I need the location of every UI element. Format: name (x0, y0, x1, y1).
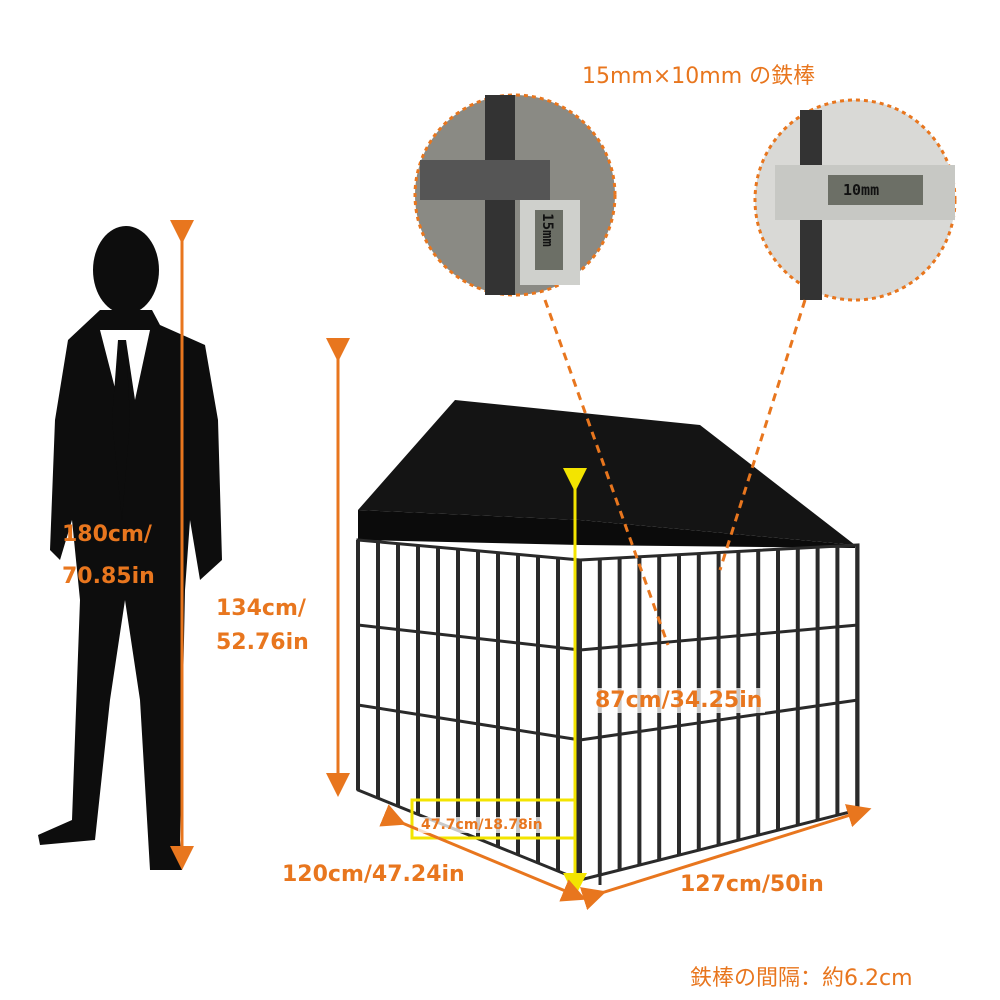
width-label: 127cm/50in (680, 872, 824, 897)
caliper-reading-10: 10mm (843, 181, 880, 199)
total-height-in: 52.76in (216, 630, 309, 655)
caliper-reading-15: 15mm (538, 213, 555, 247)
total-height-cm: 134cm/ (216, 596, 306, 621)
side-height-label: 87cm/34.25in (592, 688, 766, 713)
bar-spacing-label: 鉄棒の間隔：約6.2cm (690, 966, 913, 991)
door-width-label: 47.7cm/18.78in (418, 817, 546, 833)
depth-label: 120cm/47.24in (282, 862, 465, 887)
width-arrow (579, 804, 872, 911)
person-height-cm: 180cm/ (62, 522, 152, 547)
callout-right (718, 98, 957, 571)
person-height-in: 70.85in (62, 564, 155, 589)
callout-left (413, 93, 670, 646)
person-silhouette (38, 226, 222, 870)
rod-size-label: 15mm×10mm の鉄棒 (582, 64, 816, 89)
